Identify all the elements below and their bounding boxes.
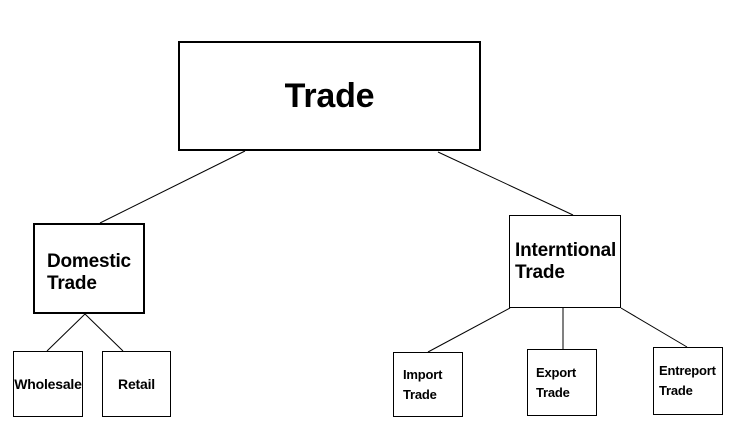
node-export-trade: Export Trade <box>527 349 597 416</box>
node-international-trade-label: Interntional Trade <box>515 239 617 283</box>
node-domestic-trade-label: Domestic Trade <box>47 250 131 294</box>
edge-international-entreport <box>620 307 688 348</box>
node-wholesale-label: Wholesale <box>14 376 82 392</box>
edge-trade-domestic <box>99 150 246 224</box>
node-export-trade-label: Export Trade <box>536 364 576 400</box>
node-import-trade: Import Trade <box>393 352 463 417</box>
node-import-trade-label: Import Trade <box>403 366 443 402</box>
edge-domestic-wholesale <box>46 313 86 352</box>
node-trade: Trade <box>178 41 481 151</box>
node-retail-label: Retail <box>118 376 155 392</box>
edge-international-import <box>427 307 511 353</box>
node-entreport-trade: Entreport Trade <box>653 347 723 415</box>
edge-trade-international <box>437 151 574 216</box>
node-wholesale: Wholesale <box>13 351 83 417</box>
node-entreport-trade-label: Entreport Trade <box>659 363 716 398</box>
node-domestic-trade: Domestic Trade <box>33 223 145 314</box>
node-trade-label: Trade <box>284 76 375 115</box>
node-retail: Retail <box>102 351 171 417</box>
edge-domestic-retail <box>84 313 124 352</box>
node-international-trade: Interntional Trade <box>509 215 621 308</box>
